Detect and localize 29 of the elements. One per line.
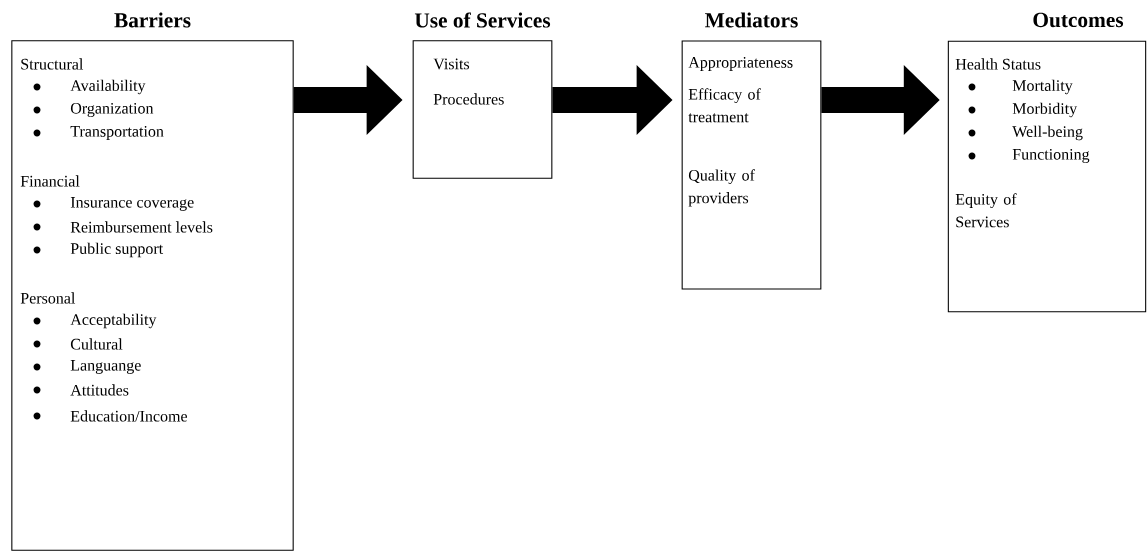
bullet-item: Attitudes — [33, 384, 129, 396]
list-text: Health Status — [955, 58, 1041, 70]
list-text: Appropriateness — [688, 57, 793, 71]
bullet-item: Mortality — [968, 79, 1073, 95]
heading: Mediators — [705, 12, 798, 28]
bullet-item: Languange — [33, 360, 141, 374]
heading: Use of Services — [414, 12, 551, 28]
list-text: Quality of providers — [688, 169, 755, 207]
bullet-item: Education/Income — [33, 410, 188, 422]
bullet-item: Availability — [33, 79, 146, 95]
bullet-item: Morbidity — [968, 102, 1078, 118]
list-text: Efficacy of treatment — [688, 88, 761, 123]
bullet-item: Transportation — [33, 126, 164, 140]
bullet-item: Public support — [33, 242, 164, 258]
heading: Outcomes — [1033, 12, 1124, 28]
list-text: Structural — [21, 58, 84, 70]
bullet-item: Insurance coverage — [33, 197, 194, 211]
list-text: Visits — [433, 58, 470, 70]
list-text: Equity of Services — [955, 193, 1017, 228]
bullet-item: Acceptability — [33, 313, 157, 329]
bullet-item: Functioning — [968, 148, 1090, 163]
heading: Barriers — [114, 12, 191, 28]
bullet-item: Well-being — [968, 125, 1083, 141]
bullet-item: Cultural — [33, 338, 123, 350]
bullet-item: Reimbursement levels — [33, 221, 213, 233]
bullet-item: Organization — [33, 102, 154, 117]
list-text: Personal — [20, 292, 76, 304]
list-text: Financial — [20, 175, 80, 187]
list-text: Procedures — [433, 93, 504, 105]
